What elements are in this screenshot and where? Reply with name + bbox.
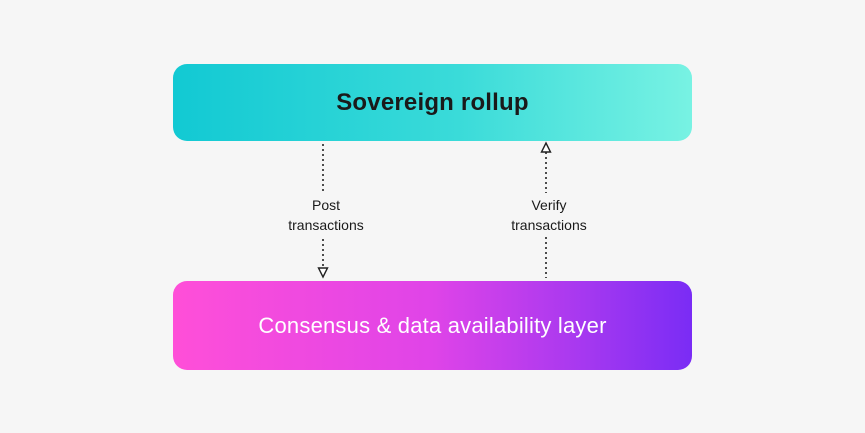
verify-transactions-label-line2: transactions [511, 217, 587, 233]
consensus-data-availability-label: Consensus & data availability layer [258, 312, 607, 338]
post-transactions-label-line1: Post [311, 197, 340, 213]
post-transactions-label: Post transactions [273, 193, 379, 237]
sovereign-rollup-box: Sovereign rollup [173, 64, 692, 141]
verify-transactions-label-line1: Verify [531, 197, 567, 213]
post-transactions-arrowhead-icon [317, 267, 329, 279]
verify-transactions-label: Verify transactions [496, 193, 602, 237]
sovereign-rollup-label: Sovereign rollup [336, 88, 529, 116]
post-transactions-label-line2: transactions [288, 217, 364, 233]
verify-transactions-arrowhead-icon [540, 141, 552, 153]
consensus-data-availability-box: Consensus & data availability layer [173, 281, 692, 370]
